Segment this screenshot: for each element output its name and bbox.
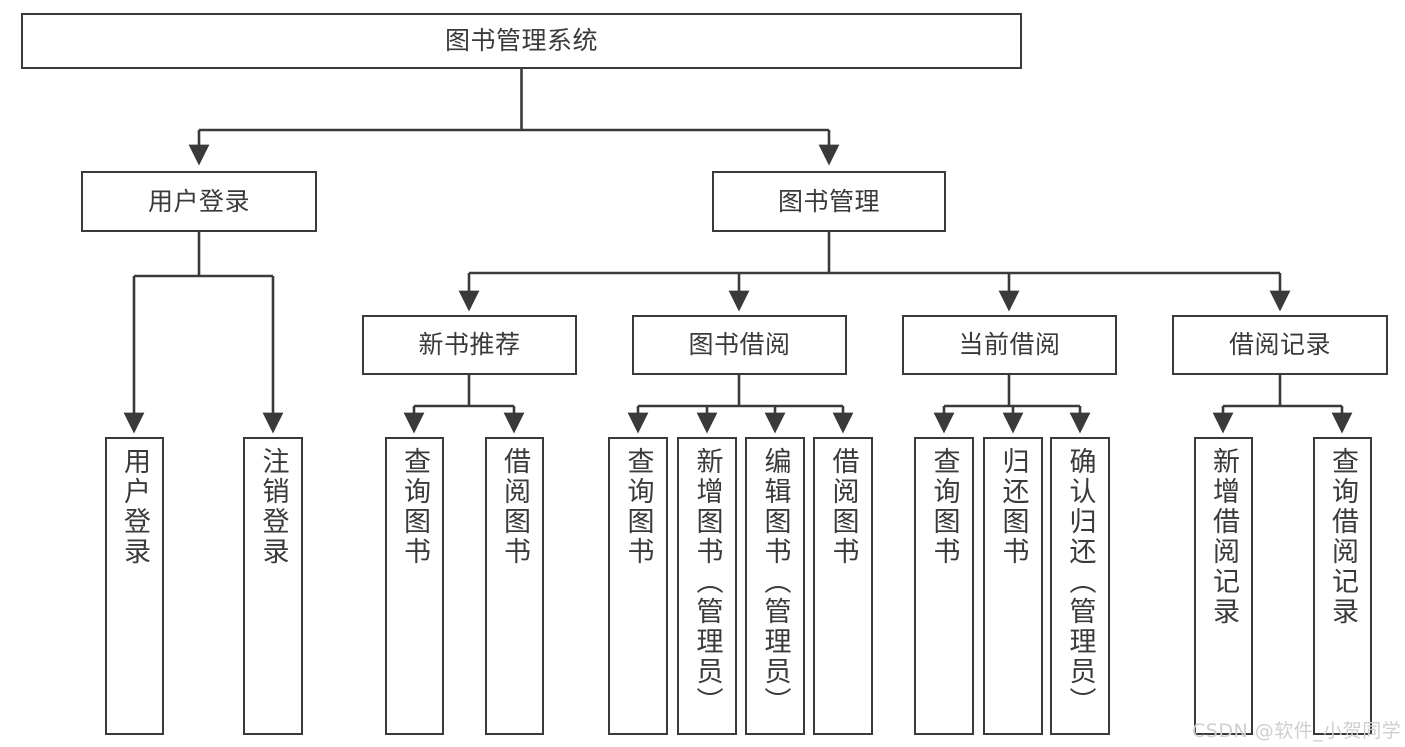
node-leaf-add-book[interactable]: 新增图书（管理员）	[677, 437, 737, 735]
node-leaf-edit-book-label: 编辑图书（管理员）	[759, 447, 791, 717]
node-leaf-return-book-label: 归还图书	[997, 447, 1029, 567]
node-leaf-query-book-2-label: 查询图书	[622, 447, 654, 567]
node-leaf-borrow-book-1-label: 借阅图书	[499, 447, 530, 567]
node-leaf-return-book[interactable]: 归还图书	[983, 437, 1043, 735]
node-leaf-borrow-book-2[interactable]: 借阅图书	[813, 437, 873, 735]
node-leaf-borrow-book-2-label: 借阅图书	[827, 447, 859, 567]
node-leaf-user-login[interactable]: 用户登录	[105, 437, 164, 735]
node-borrow-record-label: 借阅记录	[1228, 330, 1331, 359]
node-leaf-query-book-1[interactable]: 查询图书	[385, 437, 444, 735]
node-leaf-borrow-book-1[interactable]: 借阅图书	[485, 437, 544, 735]
node-current-borrow-label: 当前借阅	[958, 330, 1061, 359]
node-book-borrow[interactable]: 图书借阅	[632, 315, 847, 375]
node-user-login-label: 用户登录	[147, 186, 250, 216]
node-leaf-query-record[interactable]: 查询借阅记录	[1313, 437, 1372, 735]
node-book-manage-label: 图书管理	[777, 186, 880, 216]
node-leaf-edit-book[interactable]: 编辑图书（管理员）	[745, 437, 805, 735]
node-borrow-record[interactable]: 借阅记录	[1172, 315, 1388, 375]
csdn-watermark: CSDN @软件_小贺同学	[1192, 720, 1402, 742]
node-leaf-logout-label: 注销登录	[257, 447, 289, 567]
node-root-label: 图书管理系统	[444, 26, 598, 55]
node-leaf-add-record[interactable]: 新增借阅记录	[1194, 437, 1253, 735]
node-new-book-recommend[interactable]: 新书推荐	[362, 315, 577, 375]
node-new-book-recommend-label: 新书推荐	[418, 330, 521, 359]
node-leaf-query-book-2[interactable]: 查询图书	[608, 437, 668, 735]
node-leaf-user-login-label: 用户登录	[119, 447, 150, 567]
node-current-borrow[interactable]: 当前借阅	[902, 315, 1117, 375]
node-leaf-add-book-label: 新增图书（管理员）	[691, 447, 723, 717]
node-user-login[interactable]: 用户登录	[81, 171, 317, 232]
node-leaf-query-book-3[interactable]: 查询图书	[914, 437, 974, 735]
node-leaf-add-record-label: 新增借阅记录	[1208, 447, 1239, 627]
node-leaf-logout[interactable]: 注销登录	[243, 437, 303, 735]
node-leaf-confirm-return-label: 确认归还（管理员）	[1064, 447, 1096, 717]
node-root[interactable]: 图书管理系统	[21, 13, 1022, 69]
node-book-manage[interactable]: 图书管理	[712, 171, 946, 232]
node-leaf-query-book-1-label: 查询图书	[399, 447, 430, 567]
node-leaf-query-record-label: 查询借阅记录	[1327, 447, 1358, 627]
node-leaf-confirm-return[interactable]: 确认归还（管理员）	[1050, 437, 1110, 735]
node-book-borrow-label: 图书借阅	[688, 330, 791, 359]
node-leaf-query-book-3-label: 查询图书	[928, 447, 960, 567]
